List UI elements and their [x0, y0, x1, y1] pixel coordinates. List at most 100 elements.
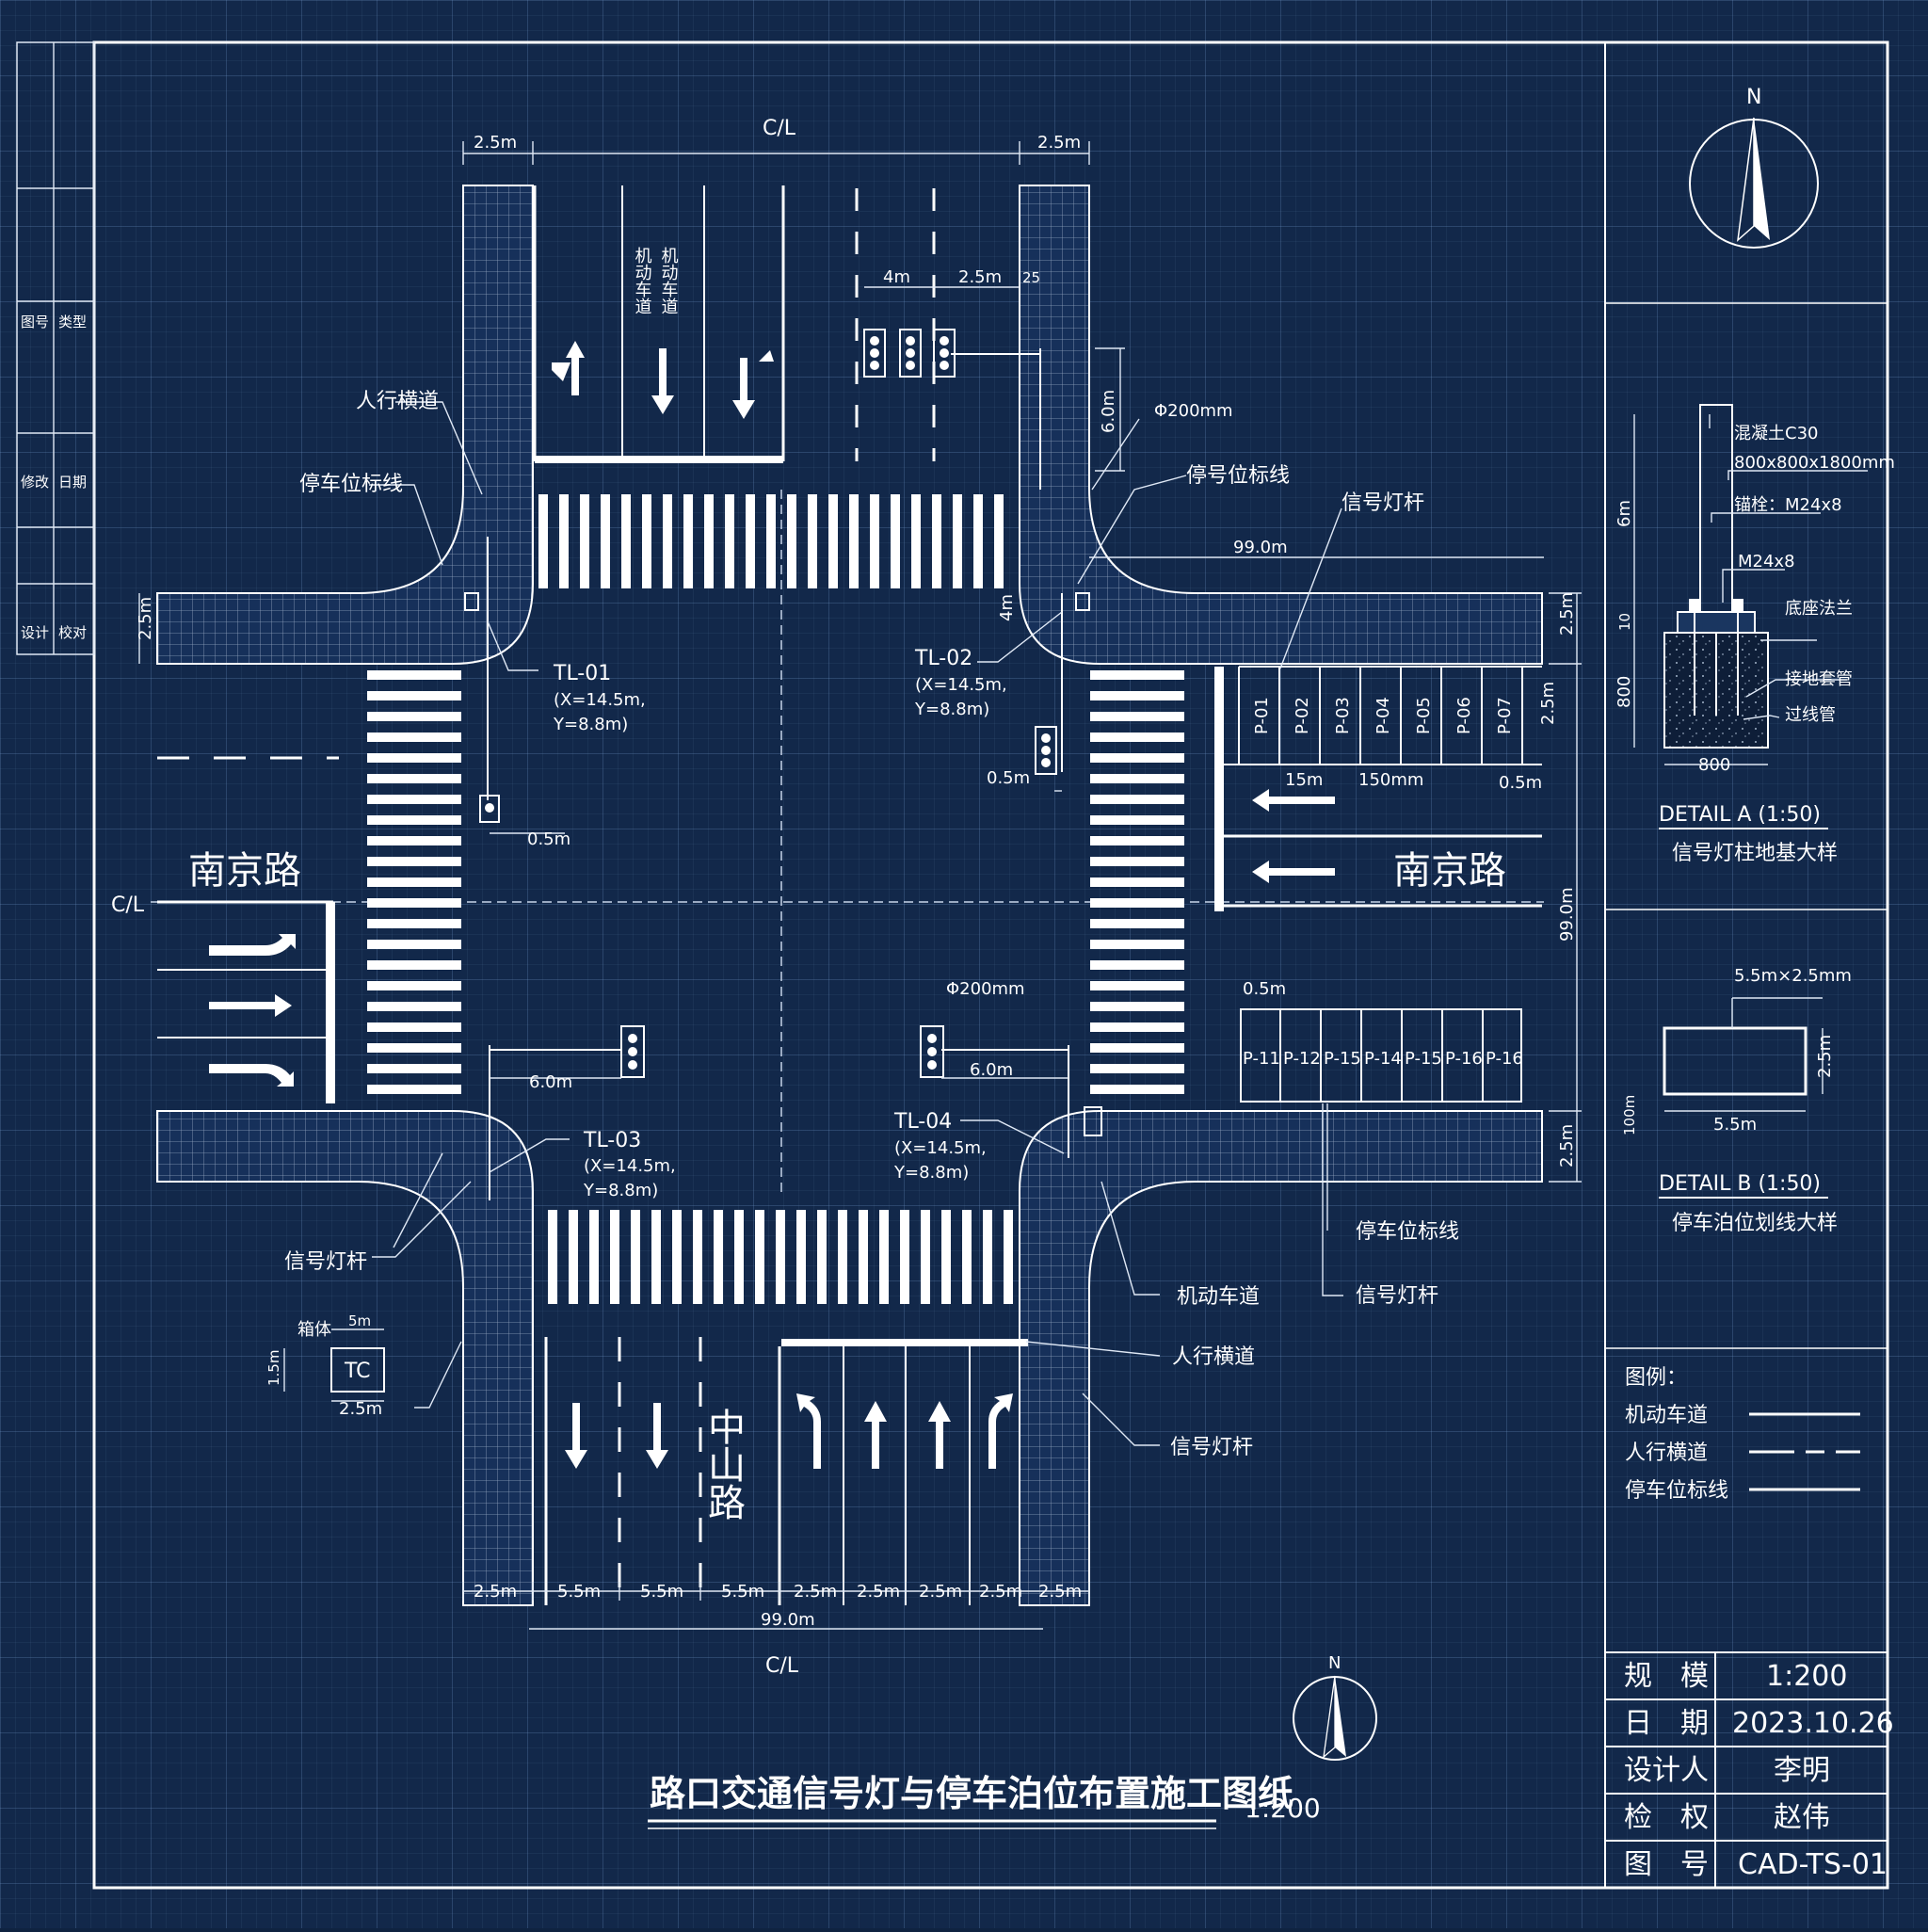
dim-label: 99.0m — [1233, 538, 1288, 557]
cabinet-label: 箱体 — [297, 1320, 331, 1340]
side-strip-cell: 修改 — [21, 474, 49, 491]
dim-label: 2.5m — [1038, 1582, 1082, 1602]
dim-label: 100m — [1621, 1095, 1638, 1135]
tl-coord: Y=8.8m) — [914, 700, 989, 719]
west-approach: 南京路 — [157, 756, 339, 1103]
dim-label: 0.5m — [1499, 773, 1542, 793]
dim-label: 0.5m — [1243, 979, 1286, 999]
dimension-lines — [138, 141, 1582, 1630]
leader-lines — [369, 401, 1343, 1446]
dim-label: 2.5m — [1815, 1035, 1835, 1078]
parking-slot-label: P-06 — [1454, 697, 1474, 734]
parking-slot-label: P-12 — [1283, 1049, 1321, 1069]
side-strip-cell: 日期 — [58, 474, 87, 491]
tl-coord: (X=14.5m, — [584, 1156, 676, 1176]
dim-label: 2.5m — [474, 133, 517, 153]
parking-slot-label: P-16 — [1486, 1049, 1523, 1069]
parking-slot-label: P-05 — [1414, 697, 1434, 734]
legend-item: 人行横道 — [1625, 1441, 1708, 1465]
stop-line-callout: 停号位标线 — [1186, 464, 1290, 488]
detail-a: 混凝土C30 800x800x1800mm 锚栓：M24x8 M24x8 底座法… — [1615, 404, 1895, 865]
dim-label: 800 — [1615, 676, 1634, 708]
parking-slot-label: P-15 — [1324, 1049, 1361, 1069]
north-arrow-bottom: N — [1293, 1653, 1377, 1761]
side-strip: 图号 类型 修改 日期 设计 校对 — [21, 314, 87, 641]
dim-label: 6.0m — [970, 1060, 1013, 1080]
dim-label: 2.5m — [339, 1399, 382, 1419]
tc-cabinet: TC 箱体 5m 1.5m 2.5m — [265, 1312, 385, 1419]
dim-label: 5m — [348, 1312, 371, 1329]
signal-poles — [464, 329, 1102, 1200]
dim-label: 6.0m — [1099, 390, 1118, 433]
side-strip-cell: 校对 — [58, 624, 87, 641]
detail-a-title: DETAIL A (1:50) — [1659, 803, 1821, 827]
centerline-label: C/L — [763, 117, 796, 140]
tl-coord: (X=14.5m, — [894, 1138, 987, 1158]
motor-lane-label: 机动车道 — [633, 247, 652, 314]
dim-label: 99.0m — [761, 1610, 815, 1630]
dim-label: 15m — [1285, 770, 1323, 790]
legend: 图例： 机动车道 人行横道 停车位标线 — [1625, 1366, 1860, 1503]
crosswalk-north — [538, 494, 1004, 588]
tb-value: CAD-TS-01 — [1738, 1848, 1888, 1881]
detail-a-pipe: 接地套管 — [1785, 669, 1853, 689]
parking-callout: 停车位标线 — [1356, 1220, 1459, 1244]
tb-key: 日 期 — [1624, 1707, 1709, 1740]
dim-label: 2.5m — [1557, 1124, 1577, 1167]
dimension-labels: 2.5m 2.5m C/L 4m 2.5m 25 6.0m Φ200mm 99.… — [111, 117, 1577, 1678]
parking-upper: P-01 P-02 P-03 P-04 P-05 P-06 P-07 — [1239, 666, 1542, 765]
traffic-light-tags: TL-01 (X=14.5m, Y=8.8m) TL-02 (X=14.5m, … — [553, 647, 1007, 1200]
tl-coord: Y=8.8m) — [893, 1163, 969, 1183]
dim-label: 2.5m — [1557, 592, 1577, 636]
sidewalk-se — [1019, 1110, 1543, 1606]
parking-slot-label: P-04 — [1374, 697, 1393, 734]
dim-label: 2.5m — [857, 1582, 900, 1602]
parking-slot-label: P-14 — [1364, 1049, 1402, 1069]
sidewalk-nw — [156, 185, 534, 665]
dim-label: 5.5m — [721, 1582, 764, 1602]
parking-slot-label: P-03 — [1333, 697, 1353, 734]
signal-pole-callout: 信号灯杆 — [1170, 1436, 1253, 1459]
tl-02-label: TL-02 — [914, 647, 972, 670]
dim-label: 5.5m — [557, 1582, 601, 1602]
tl-03-label: TL-03 — [583, 1129, 641, 1152]
parking-lower: P-11 P-12 P-15 P-14 P-15 P-16 P-16 — [1240, 1008, 1523, 1103]
crosswalk-south — [548, 1210, 1013, 1304]
tb-value: 1:200 — [1766, 1660, 1847, 1693]
title-block: 规 模 1:200 日 期 2023.10.26 设计人 李明 检 权 赵伟 图… — [1604, 1651, 1894, 1889]
dim-label: 2.5m — [919, 1582, 962, 1602]
legend-item: 停车位标线 — [1625, 1479, 1728, 1503]
signal-lamps — [485, 336, 1051, 1070]
dim-label: 1.5m — [265, 1350, 282, 1386]
detail-b-title: DETAIL B (1:50) — [1659, 1172, 1821, 1196]
dim-label: 10 — [1616, 613, 1633, 631]
tl-01-label: TL-01 — [553, 662, 611, 685]
tl-coord: (X=14.5m, — [915, 675, 1007, 695]
dim-label: 99.0m — [1557, 887, 1577, 942]
dim-label: Φ200mm — [946, 979, 1025, 999]
main-title: 路口交通信号灯与停车泊位布置施工图纸 1:200 — [648, 1773, 1321, 1829]
centerline-label: C/L — [111, 894, 145, 917]
road-label-nanjing-west: 南京路 — [188, 849, 301, 893]
side-strip-cell: 图号 — [21, 314, 49, 330]
dim-label: 4m — [997, 594, 1017, 621]
parking-slot-label: P-16 — [1445, 1049, 1483, 1069]
tb-value: 李明 — [1774, 1754, 1830, 1787]
south-approach: 中山路 — [544, 1337, 1028, 1605]
north-approach: 机动车道 机动车道 — [533, 185, 936, 463]
dim-label: 6m — [1615, 500, 1634, 527]
sidewalk-sw — [156, 1110, 534, 1606]
dim-label: 0.5m — [987, 768, 1030, 788]
parking-slot-label: P-01 — [1252, 697, 1272, 734]
detail-a-subtitle: 信号灯柱地基大样 — [1672, 842, 1838, 865]
detail-a-bolt2: M24x8 — [1738, 552, 1795, 572]
road-label-nanjing-east: 南京路 — [1393, 849, 1506, 893]
signal-pole-callout: 信号灯杆 — [1342, 491, 1424, 515]
dim-label: 5.5m — [640, 1582, 683, 1602]
dim-label: 2.5m — [1538, 682, 1558, 725]
callout-labels: 人行横道 停车位标线 停号位标线 信号灯杆 信号灯杆 机动车道 人行横道 信号灯… — [284, 390, 1459, 1459]
parking-slot-label: P-07 — [1495, 697, 1515, 734]
tl-coord: Y=8.8m) — [553, 715, 628, 734]
